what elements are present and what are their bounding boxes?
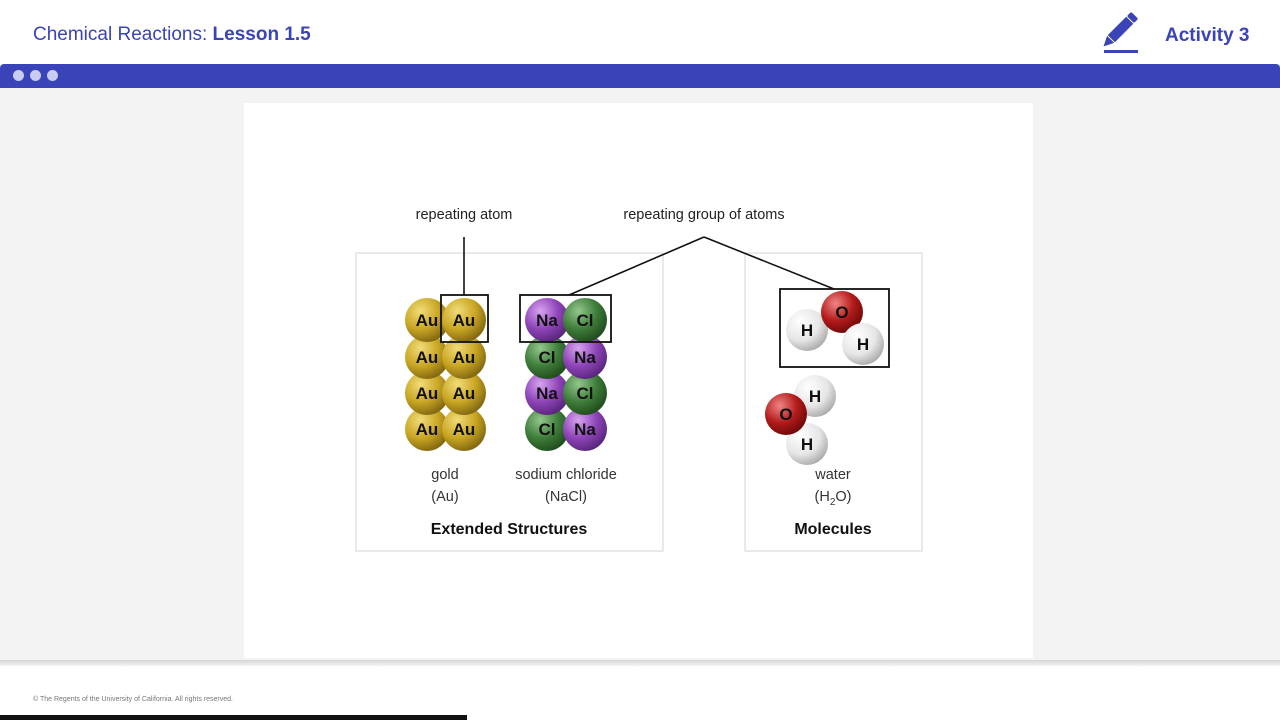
atom-label: Au (416, 420, 439, 439)
lesson-title: Chemical Reactions: Lesson 1.5 (33, 24, 311, 46)
repeating-group-box-nacl (519, 294, 612, 343)
lesson-name: Lesson 1.5 (212, 24, 311, 45)
copyright-notice: © The Regents of the University of Calif… (33, 696, 233, 703)
chlorine-atom (525, 335, 569, 379)
hydrogen-atom (786, 309, 828, 351)
gold-atom (405, 371, 449, 415)
repeating-group-leader-left (568, 236, 705, 296)
atom-label: H (857, 335, 869, 354)
gold-name: gold (431, 467, 458, 483)
atom-label: Au (416, 384, 439, 403)
atom-label: Na (574, 420, 596, 439)
gold-lattice: Au Au Au Au Au Au Au Au (405, 298, 486, 451)
molecules-panel (744, 252, 923, 552)
activity-label: Activity 3 (1165, 25, 1250, 46)
sodium-atom (525, 371, 569, 415)
gold-atom (442, 371, 486, 415)
extended-structures-panel (355, 252, 664, 552)
repeating-atom-label: repeating atom (416, 207, 513, 223)
oxygen-atom (821, 291, 863, 333)
window-dot-icon (47, 70, 58, 81)
sodium-atom (563, 407, 607, 451)
oxygen-atom (765, 393, 807, 435)
molecules-title: Molecules (794, 521, 871, 538)
repeating-group-label: repeating group of atoms (623, 207, 784, 223)
gold-atom (442, 298, 486, 342)
window-dot-icon (30, 70, 41, 81)
header-bar: Chemical Reactions: Lesson 1.5 Activity … (0, 0, 1280, 64)
atom-label: Cl (539, 420, 556, 439)
gold-atom (405, 407, 449, 451)
stage-divider (0, 660, 1280, 666)
repeating-group-leader-right (703, 236, 835, 290)
pencil-icon (1103, 12, 1138, 53)
atom-label: Na (536, 311, 558, 330)
footer (0, 666, 1280, 720)
gold-atom (442, 407, 486, 451)
repeating-atom-box (440, 294, 489, 343)
gold-atom (405, 298, 449, 342)
atom-label: O (779, 405, 792, 424)
atom-label: Au (453, 420, 476, 439)
sodium-atom (563, 335, 607, 379)
atom-label: H (801, 321, 813, 340)
chlorine-atom (563, 298, 607, 342)
sodium-atom (525, 298, 569, 342)
repeating-group-box-water (779, 288, 890, 368)
water-molecules: H O H H H O (765, 291, 884, 465)
slide-card (244, 103, 1033, 658)
atom-label: Cl (577, 311, 594, 330)
gold-atom (405, 335, 449, 379)
window-dot-icon (13, 70, 24, 81)
gold-formula: (Au) (431, 489, 458, 505)
nacl-lattice: Cl Na Na Cl Cl Na Na Cl (525, 298, 607, 451)
chlorine-atom (525, 407, 569, 451)
atom-label: H (801, 435, 813, 454)
atom-label: Au (453, 348, 476, 367)
atom-label: O (835, 303, 848, 322)
atom-label: Na (536, 384, 558, 403)
atom-label: H (809, 387, 821, 406)
lesson-prefix: Chemical Reactions: (33, 24, 213, 45)
extended-structures-title: Extended Structures (431, 521, 588, 538)
atom-label: Au (416, 348, 439, 367)
water-formula: (H2O) (815, 489, 852, 508)
progress-bar[interactable] (0, 715, 467, 720)
atom-label: Au (453, 384, 476, 403)
water-name: water (814, 467, 851, 483)
nacl-name: sodium chloride (515, 467, 617, 483)
gold-atom (442, 335, 486, 379)
atom-label: Cl (539, 348, 556, 367)
chlorine-atom (563, 371, 607, 415)
atom-label: Au (453, 311, 476, 330)
atom-label: Au (416, 311, 439, 330)
hydrogen-atom (786, 423, 828, 465)
nacl-formula: (NaCl) (545, 489, 587, 505)
atom-label: Na (574, 348, 596, 367)
hydrogen-atom (842, 323, 884, 365)
atom-label: Cl (577, 384, 594, 403)
window-toolbar (0, 64, 1280, 88)
